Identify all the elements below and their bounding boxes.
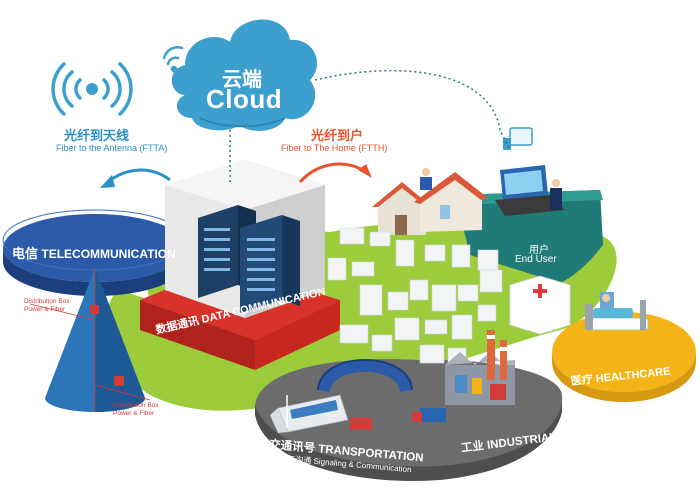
ftta-label-en: Fiber to the Antenna (FTTA) [56, 143, 168, 153]
end-user-label-en: End User [515, 254, 557, 265]
app-icon-screen [509, 127, 533, 146]
red-truck-left [350, 418, 372, 430]
cloud-label-cn: 云端 [222, 69, 262, 91]
cloud-label-en: Cloud [206, 84, 283, 114]
tunnel [318, 360, 412, 392]
telecom-label-en: TELECOMMUNICATION [41, 247, 176, 261]
hospital-bed [585, 292, 649, 331]
houses [372, 172, 488, 235]
blue-truck [420, 408, 446, 422]
laptop [495, 165, 565, 216]
healthcare-disc [552, 312, 696, 392]
ftta-arrow [107, 168, 171, 184]
ftth-arrow [298, 162, 366, 184]
telecom-label-cn: 电信 [12, 246, 39, 261]
ftta-label-cn: 光纤到天线 [64, 128, 130, 143]
factory [445, 330, 515, 405]
hospital-building [509, 275, 571, 335]
distribution-box-line1: Distribution Box [24, 298, 70, 305]
telecom-label: 电信 TELECOMMUNICATION [12, 243, 176, 262]
distribution-box-label-top: Distribution Box Power & Fiber [24, 298, 70, 314]
antenna-signal-icon [51, 62, 133, 116]
distribution-box-line2-b: Power & Fiber [113, 410, 155, 417]
train [270, 394, 349, 433]
distribution-box-line1-b: Distribution Box [113, 402, 159, 409]
person-figures [420, 168, 562, 210]
cloud-shape [171, 19, 318, 131]
end-user-label-cn: 用户 [529, 245, 549, 256]
ftth-label-cn: 光纤到户 [311, 128, 364, 143]
healthcare-label-cn: 医疗 [570, 373, 594, 388]
wifi-icon-small [162, 46, 184, 73]
industrial-label-cn: 工业 [460, 440, 485, 455]
ftth-label-en: Fiber to The Home (FTTH) [281, 143, 388, 153]
distribution-box-label-bottom: Distribution Box Power & Fiber [113, 402, 159, 418]
distribution-box-line2: Power & Fiber [24, 306, 66, 313]
server-racks [198, 205, 300, 313]
dotted-line-cloud-enduser [314, 69, 511, 151]
city-blocks [327, 227, 503, 364]
telecom-disc [3, 214, 187, 282]
